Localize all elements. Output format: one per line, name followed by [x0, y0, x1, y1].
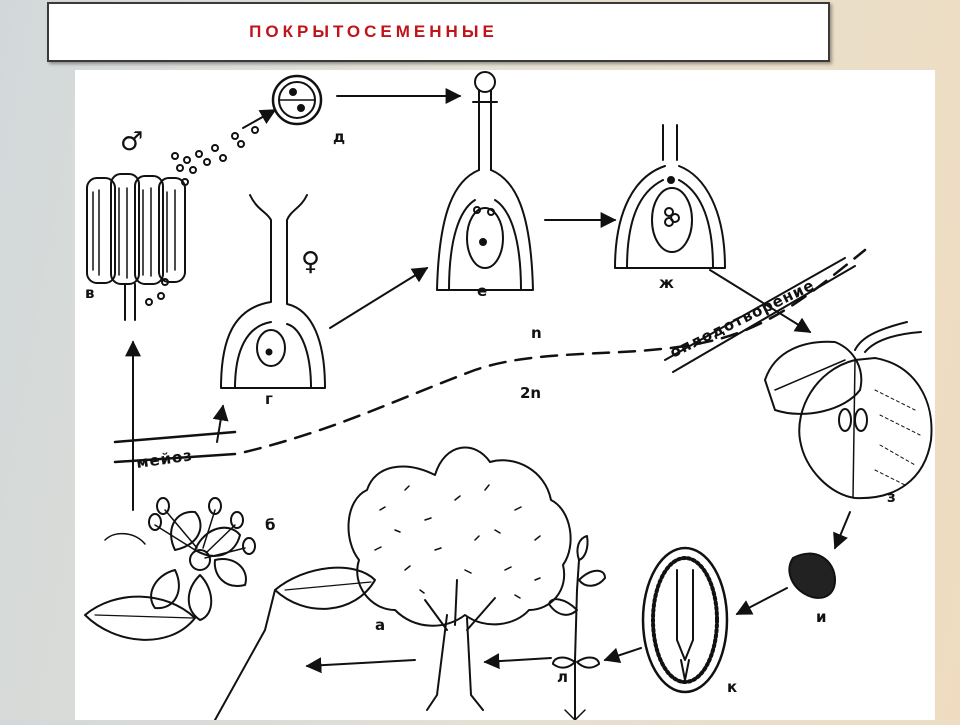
label-e: е: [477, 282, 487, 300]
life-cycle-diagram: а б в г д е ж з и к л ♂ ♀ n 2n мейоз опл…: [84, 71, 933, 721]
label-l: л: [557, 668, 568, 686]
arrow-a-to-b: [305, 657, 416, 674]
haploid-label: n: [531, 324, 542, 342]
meiosis-bar: [113, 430, 237, 464]
tree-drawing: [347, 446, 572, 711]
title-banner: ПОКРЫТОСЕМЕННЫЕ: [47, 2, 830, 62]
ovule-drawing: [220, 194, 326, 389]
seed-section-drawing: [641, 546, 729, 694]
pollination-drawing: [436, 71, 534, 291]
arrow-meiosis-to-g: [212, 404, 229, 443]
label-a: а: [375, 616, 385, 634]
arrow-pollen-to-d: [242, 109, 277, 129]
label-k: к: [727, 678, 737, 696]
pollen-grain-drawing: [271, 74, 323, 126]
arrow-l-to-a: [483, 653, 552, 670]
label-d: д: [333, 128, 345, 146]
arrow-zh-to-z: [709, 269, 812, 333]
female-symbol: ♀: [301, 247, 320, 277]
fertilization-bar: [664, 257, 856, 373]
fruit-drawing: [764, 321, 933, 500]
label-g: г: [265, 390, 273, 408]
label-b: б: [265, 516, 275, 534]
label-i: и: [816, 608, 827, 626]
label-zh: ж: [659, 274, 674, 292]
arrow-i-to-k: [735, 587, 788, 615]
seedling-drawing: [548, 535, 606, 721]
arrow-z-to-i: [833, 511, 851, 550]
male-symbol: ♂: [120, 127, 143, 157]
arrow-k-to-l: [603, 647, 642, 664]
flower-branch-drawing: [84, 497, 376, 721]
seed-drawing: [788, 552, 836, 599]
anther-drawing: [86, 126, 259, 321]
ploidy-boundary-line: [243, 248, 867, 454]
life-cycle-figure: а б в г д е ж з и к л ♂ ♀ n 2n мейоз опл…: [75, 70, 935, 721]
page-title: ПОКРЫТОСЕМЕННЫЕ: [249, 22, 498, 41]
label-v: в: [85, 284, 95, 302]
arrow-g-to-e: [329, 267, 429, 329]
meiosis-label: мейоз: [135, 446, 194, 472]
label-z: з: [887, 488, 896, 506]
fertilization-drawing: [614, 124, 726, 269]
diploid-label: 2n: [520, 384, 541, 402]
